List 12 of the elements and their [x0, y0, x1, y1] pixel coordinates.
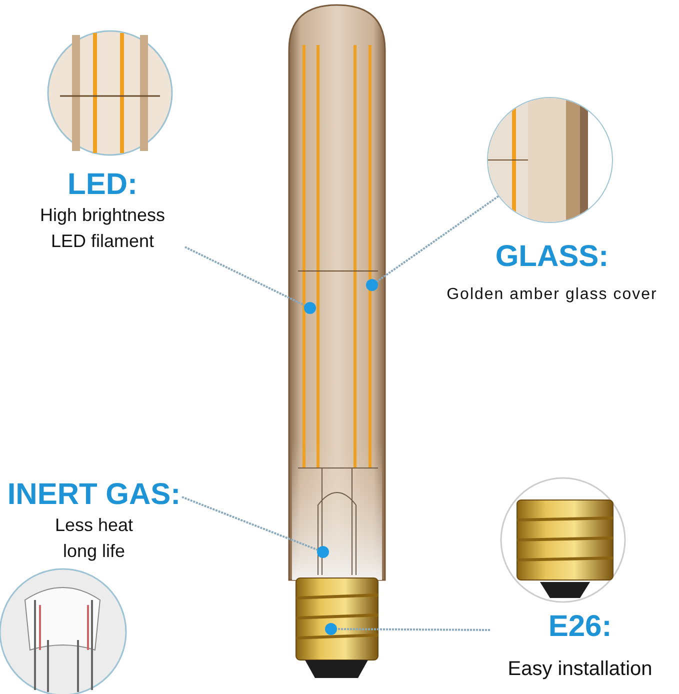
leader-line [182, 496, 318, 551]
callout-text: Easy installation [506, 657, 654, 682]
leader-line [337, 628, 490, 631]
callout-text: High brightness LED filament [38, 204, 166, 253]
callout-heading: E26: [547, 610, 613, 644]
callout-heading: INERT GAS: [6, 478, 182, 512]
callout-text: Less heat long life [54, 514, 134, 563]
callout-heading: LED: [66, 168, 138, 202]
callout-text: Golden amber glass cover [446, 285, 658, 305]
leader-line [184, 246, 306, 306]
leader-line [376, 195, 500, 282]
callout-heading: GLASS: [494, 240, 610, 274]
